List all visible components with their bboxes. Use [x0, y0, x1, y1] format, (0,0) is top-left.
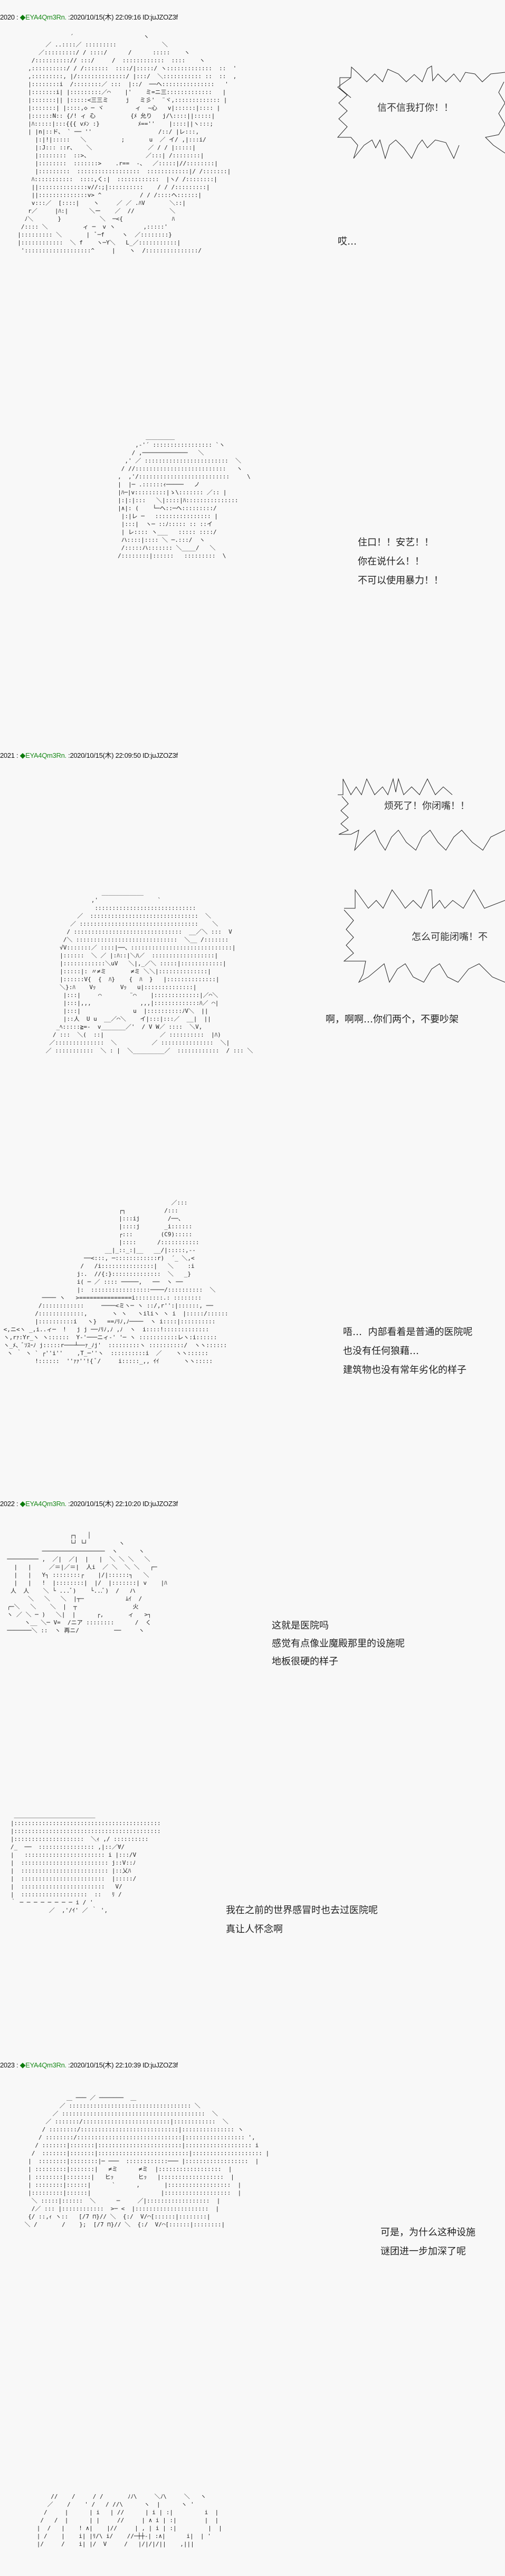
aa-art-girl-angry: ´ ヽ ／ ..::::／ ::::::::: ＼ ／:::::::::/ / … — [17, 33, 237, 254]
post-header: 2022 : ◆EYA4Qm3Rn. :2020/10/15(木) 22:10:… — [0, 1498, 178, 1508]
post-datetime: :2020/10/15(木) 22:10:39 ID:juJZOZ3f — [66, 2061, 178, 2069]
burst-text: 信不信我打你！！ — [377, 102, 453, 114]
speech-burst: 怎么可能闭嘴！不 — [342, 885, 505, 985]
post-separator: : — [14, 751, 20, 759]
post-separator: : — [14, 2061, 20, 2069]
dialog-text: 住口！！安艺！！ 你在说什么！！ 不可以使用暴力！！ — [358, 537, 443, 586]
trip-code: EYA4Qm3Rn. — [25, 751, 66, 759]
aa-art-girl-thinking: ＿ ─── ／ ─────── ＿ ／ ::::::::::::::::::::… — [24, 2094, 270, 2228]
post-datetime: :2020/10/15(木) 22:10:20 ID:juJZOZ3f — [66, 1500, 178, 1508]
aa-art-hospital-floor: ＿＿＿＿＿＿＿＿＿＿＿＿＿＿ |::::::::::::::::::::::::… — [10, 1812, 161, 1914]
aa-art-room-scene: ／::: ┌┐ /::: |:::ij /──、 |::::j _i:::::: — [3, 1199, 228, 1365]
trip-code: EYA4Qm3Rn. — [25, 2061, 66, 2069]
trip-code: EYA4Qm3Rn. — [25, 13, 66, 21]
aa-art-girl-bow: ＿＿＿＿＿ ,-'´ ::::::::::::::::: `ヽ / ,─────… — [118, 434, 251, 559]
post-separator: : — [14, 1500, 20, 1508]
dialog-text: 哎… — [338, 236, 357, 247]
burst-text: 烦死了！你闭嘴！！ — [384, 801, 470, 812]
post-header: 2021 : ◆EYA4Qm3Rn. :2020/10/15(木) 22:09:… — [0, 750, 178, 760]
aa-art-girl-bottom: // / / / ﾉﾉ\ ＼ﾉ\ ＼ ヽ ／ / ' / / //\ ヽ | ヽ… — [36, 2493, 222, 2547]
post-number[interactable]: 2022 — [0, 1500, 15, 1508]
post-number[interactable]: 2021 — [0, 751, 15, 759]
aa-art-girl-worried: ____________ ,' ` ::::::::::::::::::::::… — [45, 889, 253, 1054]
burst-text: 怎么可能闭嘴！不 — [412, 932, 488, 943]
dialog-text: 唔… 内部看着是普通的医院呢 也没有任何狼藉… 建筑物也没有常年劣化的样子 — [343, 1327, 473, 1376]
post-datetime: :2020/10/15(木) 22:09:16 ID:juJZOZ3f — [66, 13, 178, 21]
post-header: 2023 : ◆EYA4Qm3Rn. :2020/10/15(木) 22:10:… — [0, 2060, 178, 2070]
speech-burst: 信不信我打你！！ — [327, 50, 505, 164]
post-header: 2020 : ◆EYA4Qm3Rn. :2020/10/15(木) 22:09:… — [0, 12, 178, 22]
trip-diamond-icon: ◆ — [20, 13, 26, 21]
trip-diamond-icon: ◆ — [20, 1499, 26, 1508]
trip-diamond-icon: ◆ — [20, 2061, 26, 2069]
post-datetime: :2020/10/15(木) 22:09:50 ID:juJZOZ3f — [66, 751, 178, 759]
post-number[interactable]: 2020 — [0, 13, 15, 21]
dialog-text: 可是，为什么这种设施 谜团进一步加深了呢 — [380, 2227, 475, 2257]
burst-outline-icon — [337, 65, 505, 159]
post-number[interactable]: 2023 — [0, 2061, 15, 2069]
dialog-text: 啊，啊啊…你们两个，不要吵架 — [326, 1014, 459, 1025]
trip-diamond-icon: ◆ — [20, 751, 26, 759]
speech-burst: 烦死了！你闭嘴！！ — [327, 771, 505, 855]
trip-code: EYA4Qm3Rn. — [25, 1500, 66, 1508]
aa-art-hospital-building: ┌┐ │ └┘ └┘ ヽ ────────────────── ヽ ヽ ────… — [7, 1532, 167, 1634]
post-separator: : — [14, 13, 20, 21]
dialog-text: 我在之前的世界感冒时也去过医院呢 真让人怀念啊 — [226, 1905, 378, 1935]
dialog-text: 这就是医院吗 感觉有点像业魔殿那里的设施呢 地板很硬的样子 — [272, 1620, 405, 1667]
burst-outline-icon — [343, 889, 505, 983]
burst-outline-icon — [338, 778, 505, 851]
